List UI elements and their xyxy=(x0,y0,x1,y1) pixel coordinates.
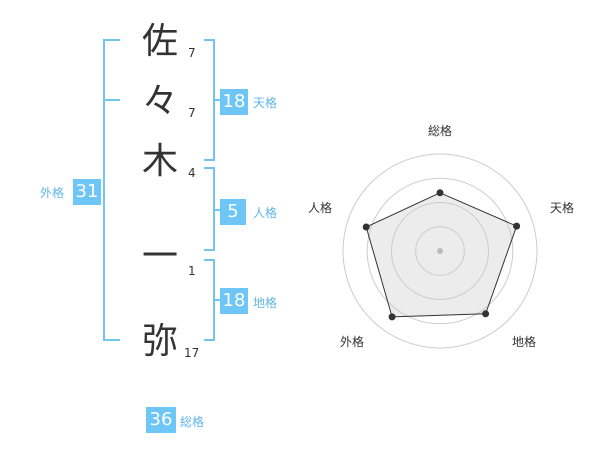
radar-label-chikaku: 地格 xyxy=(512,335,537,349)
stroke-count-5: 17 xyxy=(184,346,200,360)
soukaku-label: 総格 xyxy=(180,415,205,429)
radar-point-3 xyxy=(482,310,490,318)
jinkaku-value: 5 xyxy=(220,199,246,225)
gaikaku-label: 外格 xyxy=(40,186,65,200)
stroke-count-3: 4 xyxy=(188,166,196,180)
tenkaku-value: 18 xyxy=(220,89,248,115)
radar-ring xyxy=(415,226,465,276)
name-char-3: 木 xyxy=(141,141,178,182)
soukaku-value: 36 xyxy=(146,407,176,433)
name-char-2: 々 xyxy=(141,81,178,122)
stroke-count-1: 7 xyxy=(188,46,196,60)
radar-ring xyxy=(366,177,514,325)
radar-ring xyxy=(391,202,489,300)
name-char-4: 一 xyxy=(141,236,178,277)
tenkaku-label: 天格 xyxy=(253,96,278,110)
radar-point-1 xyxy=(436,189,444,197)
radar-point-5 xyxy=(362,223,370,231)
radar-ring xyxy=(342,153,538,349)
radar-label-gaikaku: 外格 xyxy=(340,335,365,349)
stroke-count-2: 7 xyxy=(188,106,196,120)
name-char-5: 弥 xyxy=(141,321,178,362)
jinkaku-label: 人格 xyxy=(253,206,278,220)
gaikaku-value: 31 xyxy=(73,179,101,205)
radar-label-jinkaku: 人格 xyxy=(308,201,333,215)
radar-label-soukaku: 総格 xyxy=(428,124,453,138)
name-char-1: 佐 xyxy=(141,21,178,62)
radar-area xyxy=(365,192,518,318)
radar-point-2 xyxy=(513,222,521,230)
radar-point-4 xyxy=(388,313,396,321)
radar-label-tenkaku: 天格 xyxy=(550,201,575,215)
stroke-count-4: 1 xyxy=(188,264,196,278)
radar-center xyxy=(437,248,443,254)
chikaku-label: 地格 xyxy=(253,296,278,310)
chikaku-value: 18 xyxy=(220,288,248,314)
